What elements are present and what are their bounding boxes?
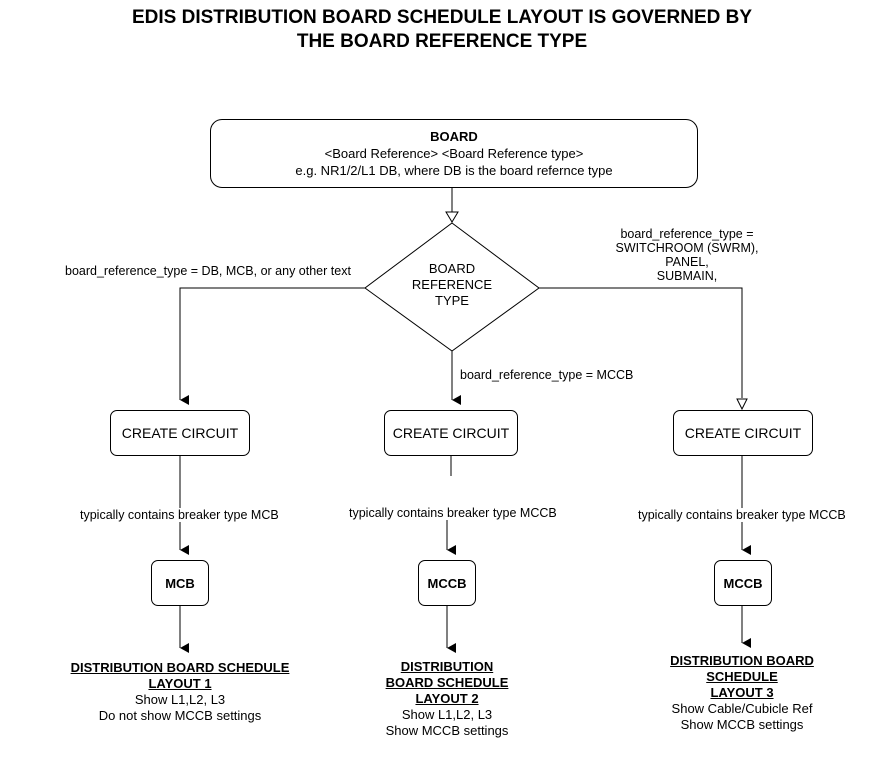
- board-example-text: e.g. NR1/2/L1 DB, where DB is the board …: [295, 163, 613, 178]
- edge-label-right-line-3: PANEL,: [665, 255, 709, 269]
- layout-2-detail-1: Show L1,L2, L3: [401, 707, 493, 722]
- breaker-note-3: typically contains breaker type MCCB: [638, 508, 846, 522]
- board-format-text: <Board Reference> <Board Reference type>: [324, 146, 584, 161]
- connector-left-branch: [179, 287, 365, 405]
- open-arrowhead-right: [736, 398, 748, 411]
- layout-1-detail-2: Do not show MCCB settings: [98, 708, 262, 723]
- layout-3-heading-line-1: DISTRIBUTION BOARD: [670, 653, 814, 668]
- breaker-box-mcb: MCB: [151, 560, 209, 606]
- open-arrowhead-decision: [445, 211, 459, 223]
- layout-2-detail-2: Show MCCB settings: [385, 723, 509, 738]
- layout-2-heading-line-1: DISTRIBUTION: [400, 659, 494, 674]
- schedule-layout-2: DISTRIBUTION BOARD SCHEDULE LAYOUT 2 Sho…: [347, 659, 547, 739]
- layout-3-detail-2: Show MCCB settings: [680, 717, 804, 732]
- breaker-box-mccb-3: MCCB: [714, 560, 772, 606]
- schedule-layout-1: DISTRIBUTION BOARD SCHEDULE LAYOUT 1 Sho…: [20, 660, 340, 724]
- breaker-note-1: typically contains breaker type MCB: [80, 508, 279, 522]
- breaker-note-2: typically contains breaker type MCCB: [349, 506, 557, 520]
- decision-label: BOARD REFERENCE TYPE: [396, 261, 508, 309]
- breaker-box-mccb-2: MCCB: [418, 560, 476, 606]
- layout-3-heading-line-2: SCHEDULE: [706, 669, 778, 684]
- diagram-title-line-2: THE BOARD REFERENCE TYPE: [296, 31, 588, 52]
- connector-right-branch: [539, 287, 743, 398]
- edge-label-left: board_reference_type = DB, MCB, or any o…: [65, 264, 351, 278]
- create-circuit-box-1: CREATE CIRCUIT: [110, 410, 250, 456]
- diagram-title-line-1: EDIS DISTRIBUTION BOARD SCHEDULE LAYOUT …: [131, 7, 753, 28]
- diagram-title: EDIS DISTRIBUTION BOARD SCHEDULE LAYOUT …: [0, 6, 884, 54]
- decision-label-line-2: REFERENCE: [411, 277, 493, 292]
- board-box: BOARD <Board Reference> <Board Reference…: [210, 119, 698, 188]
- decision-label-line-1: BOARD: [428, 261, 476, 276]
- edge-label-middle: board_reference_type = MCCB: [460, 368, 634, 382]
- layout-1-heading-line-2: LAYOUT 1: [148, 676, 212, 691]
- edge-label-right: board_reference_type = SWITCHROOM (SWRM)…: [610, 227, 764, 283]
- layout-2-heading-line-2: BOARD SCHEDULE: [385, 675, 509, 690]
- layout-3-detail-1: Show Cable/Cubicle Ref: [671, 701, 813, 716]
- create-circuit-box-3: CREATE CIRCUIT: [673, 410, 813, 456]
- layout-1-detail-1: Show L1,L2, L3: [134, 692, 226, 707]
- layout-1-heading-line-1: DISTRIBUTION BOARD SCHEDULE: [70, 660, 290, 675]
- create-circuit-box-2: CREATE CIRCUIT: [384, 410, 518, 456]
- edge-label-right-line-1: board_reference_type =: [620, 227, 754, 241]
- layout-3-heading-line-3: LAYOUT 3: [710, 685, 774, 700]
- board-title: BOARD: [430, 129, 478, 144]
- decision-label-line-3: TYPE: [435, 293, 469, 308]
- schedule-layout-3: DISTRIBUTION BOARD SCHEDULE LAYOUT 3 Sho…: [642, 653, 842, 733]
- edge-label-right-line-2: SWITCHROOM (SWRM),: [615, 241, 759, 255]
- edge-label-right-line-4: SUBMAIN,: [656, 269, 718, 283]
- layout-2-heading-line-3: LAYOUT 2: [415, 691, 479, 706]
